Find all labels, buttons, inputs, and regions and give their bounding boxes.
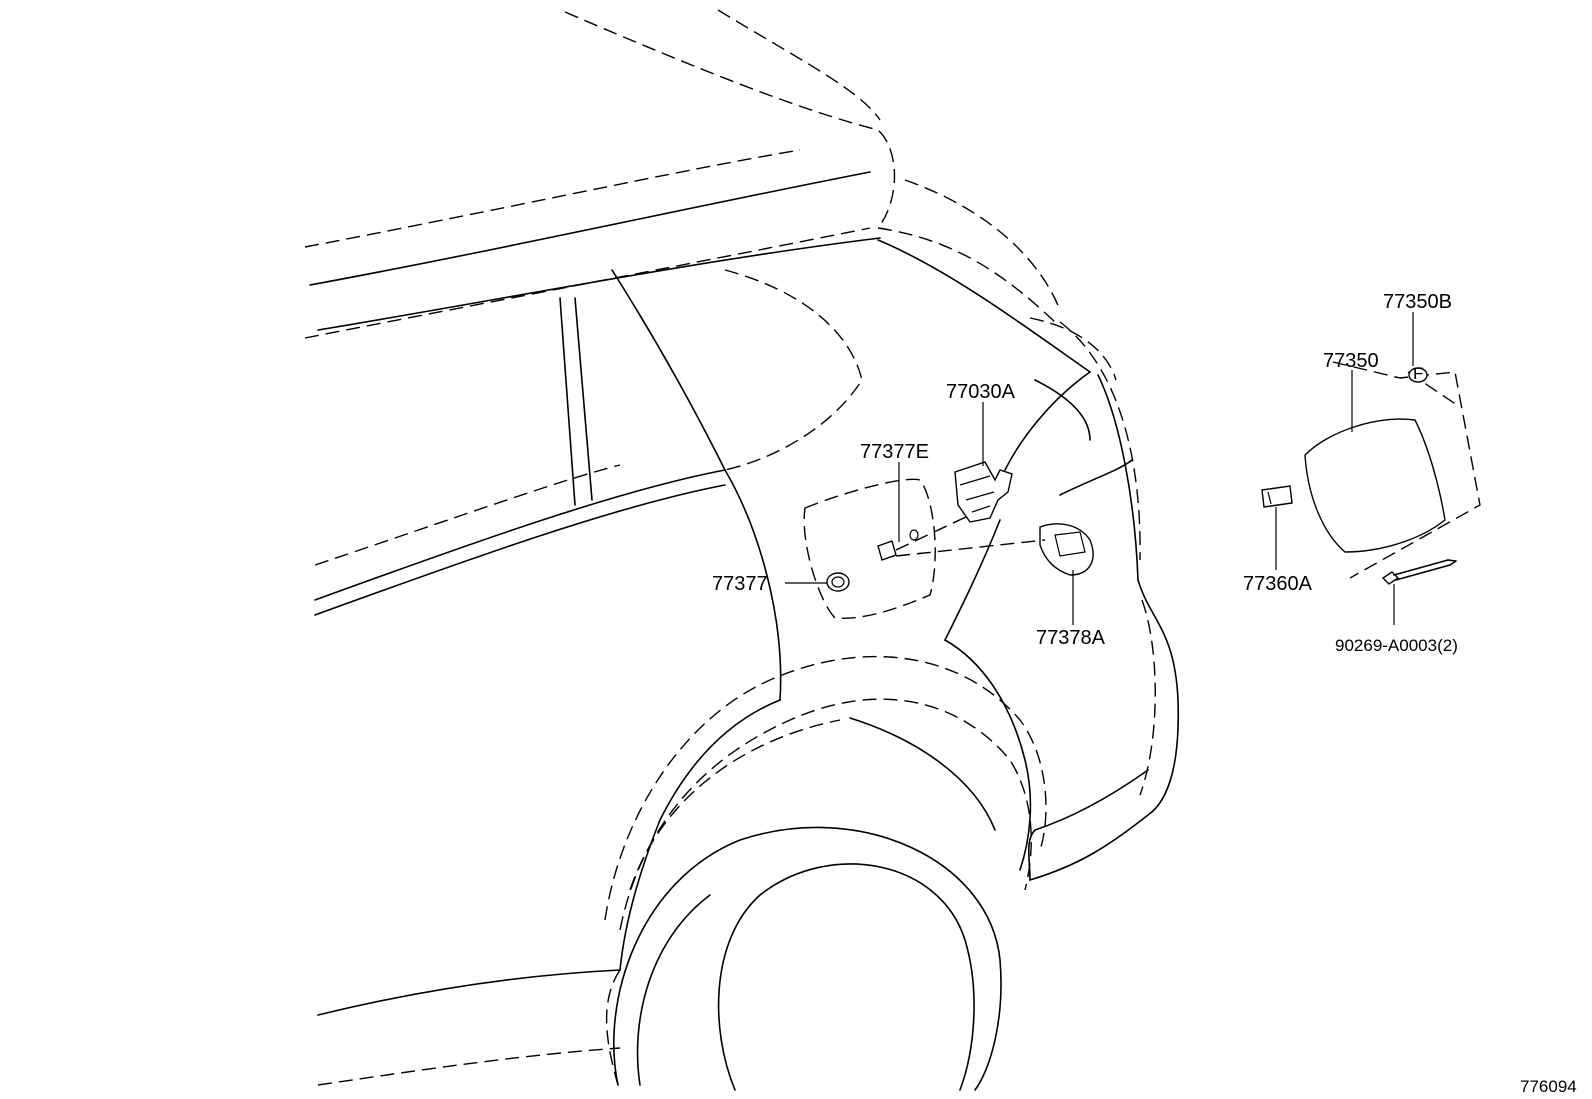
- label-90269-A0003: 90269-A0003(2): [1335, 636, 1458, 655]
- label-77377: 77377: [712, 573, 768, 595]
- label-77360A: 77360A: [1243, 573, 1313, 595]
- part-77360A-plate: [1261, 485, 1293, 508]
- label-77030A: 77030A: [946, 381, 1016, 403]
- part-77378A-hinge: [1039, 523, 1094, 576]
- part-labels: 77350B 77350 77030A 77377E 77377 77378A …: [712, 291, 1577, 1096]
- part-90269-rivet: [1381, 559, 1457, 585]
- label-77377E: 77377E: [860, 441, 929, 463]
- part-77377-grommet: [826, 572, 850, 592]
- vehicle-body-outline: [304, 9, 1180, 1091]
- part-77350-fuel-door: [1304, 418, 1446, 553]
- label-77350: 77350: [1323, 350, 1379, 372]
- part-77350B-cushion: F: [1408, 364, 1428, 383]
- leader-lines: [785, 312, 1414, 625]
- part-77030A-actuator: [954, 461, 1013, 523]
- fuel-door-opening: [803, 478, 936, 620]
- svg-text:F: F: [1413, 364, 1423, 383]
- diagram-id: 776094: [1520, 1077, 1577, 1096]
- label-77378A: 77378A: [1036, 627, 1106, 649]
- label-77350B: 77350B: [1383, 291, 1452, 313]
- part-77377E-clip: [877, 529, 919, 561]
